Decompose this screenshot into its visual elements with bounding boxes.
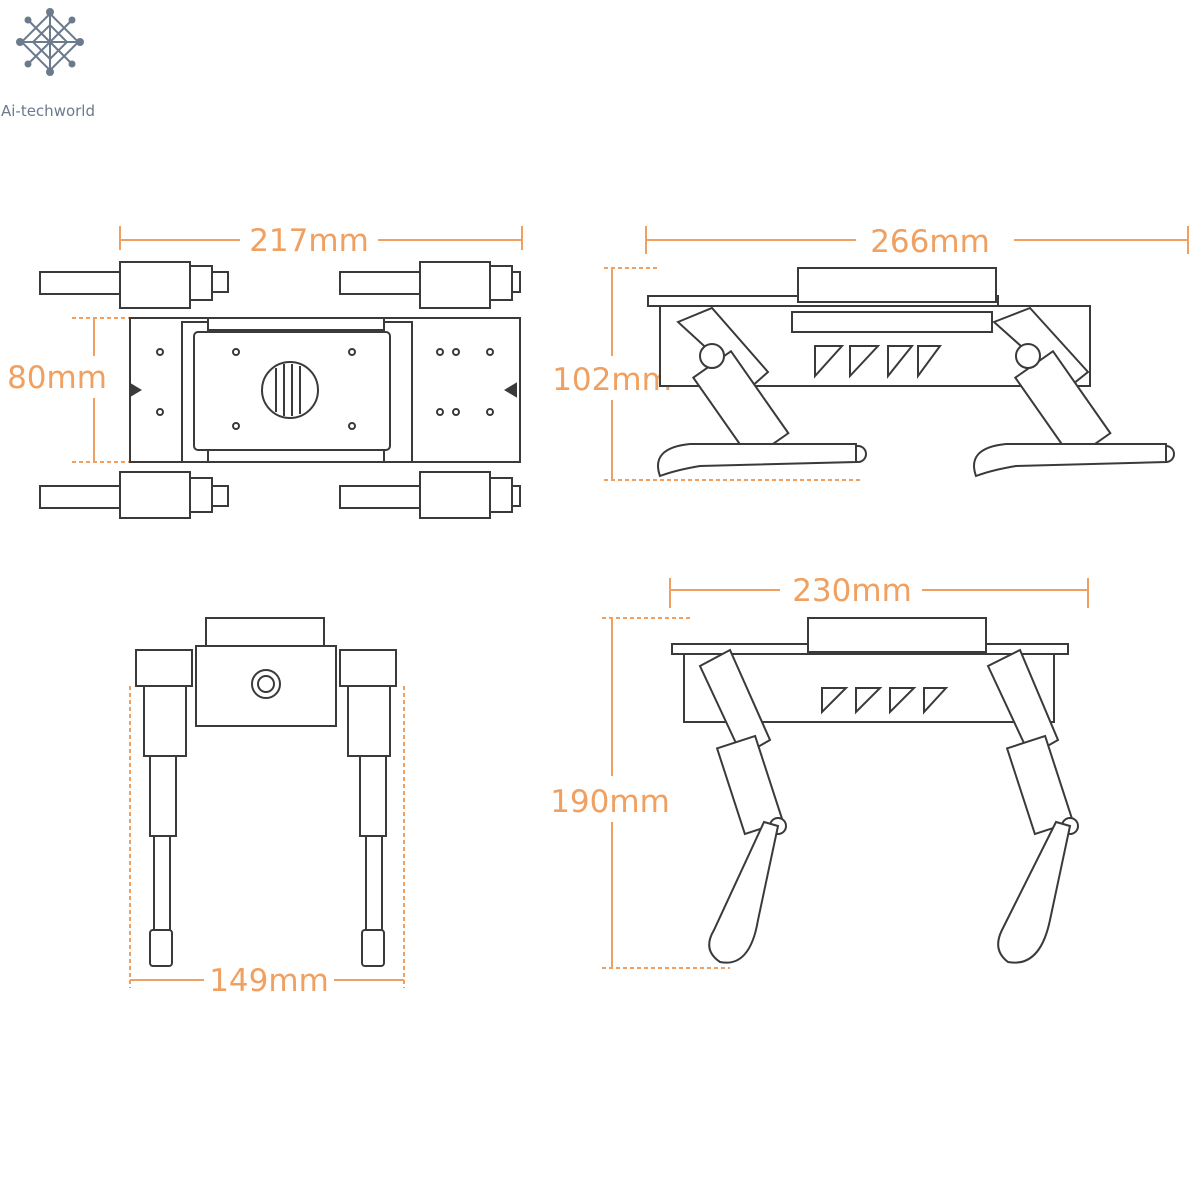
side-view-drawing [647, 267, 1175, 478]
brand-logo: Ai-techworld [1, 8, 95, 120]
front-view-width-label: 149mm [209, 963, 329, 999]
top-view-dimension-length [119, 226, 523, 250]
front-view-dimension-width [129, 686, 405, 988]
standing-view-dimension-length [669, 578, 1089, 608]
circuit-logo-icon [16, 8, 84, 76]
side-view-dimension-height [604, 267, 860, 481]
top-view: 217mm 80mm [7, 223, 523, 519]
top-view-width-label: 80mm [7, 360, 107, 396]
standing-view-drawing [671, 617, 1079, 964]
top-view-length-label: 217mm [249, 223, 369, 259]
front-view-drawing [135, 617, 397, 967]
standing-view-dimension-height [602, 617, 730, 969]
top-view-drawing [39, 261, 521, 519]
side-view: 266mm 102mm [552, 224, 1189, 481]
standing-view: 230mm 190mm [550, 573, 1089, 969]
side-view-length-label: 266mm [870, 224, 990, 260]
top-view-dimension-width [72, 317, 130, 463]
standing-view-length-label: 230mm [792, 573, 912, 609]
standing-view-height-label: 190mm [550, 784, 670, 820]
side-view-height-label: 102mm [552, 362, 672, 398]
front-view: 149mm [129, 617, 405, 999]
brand-name: Ai-techworld [1, 102, 95, 120]
side-view-dimension-length [645, 226, 1189, 254]
